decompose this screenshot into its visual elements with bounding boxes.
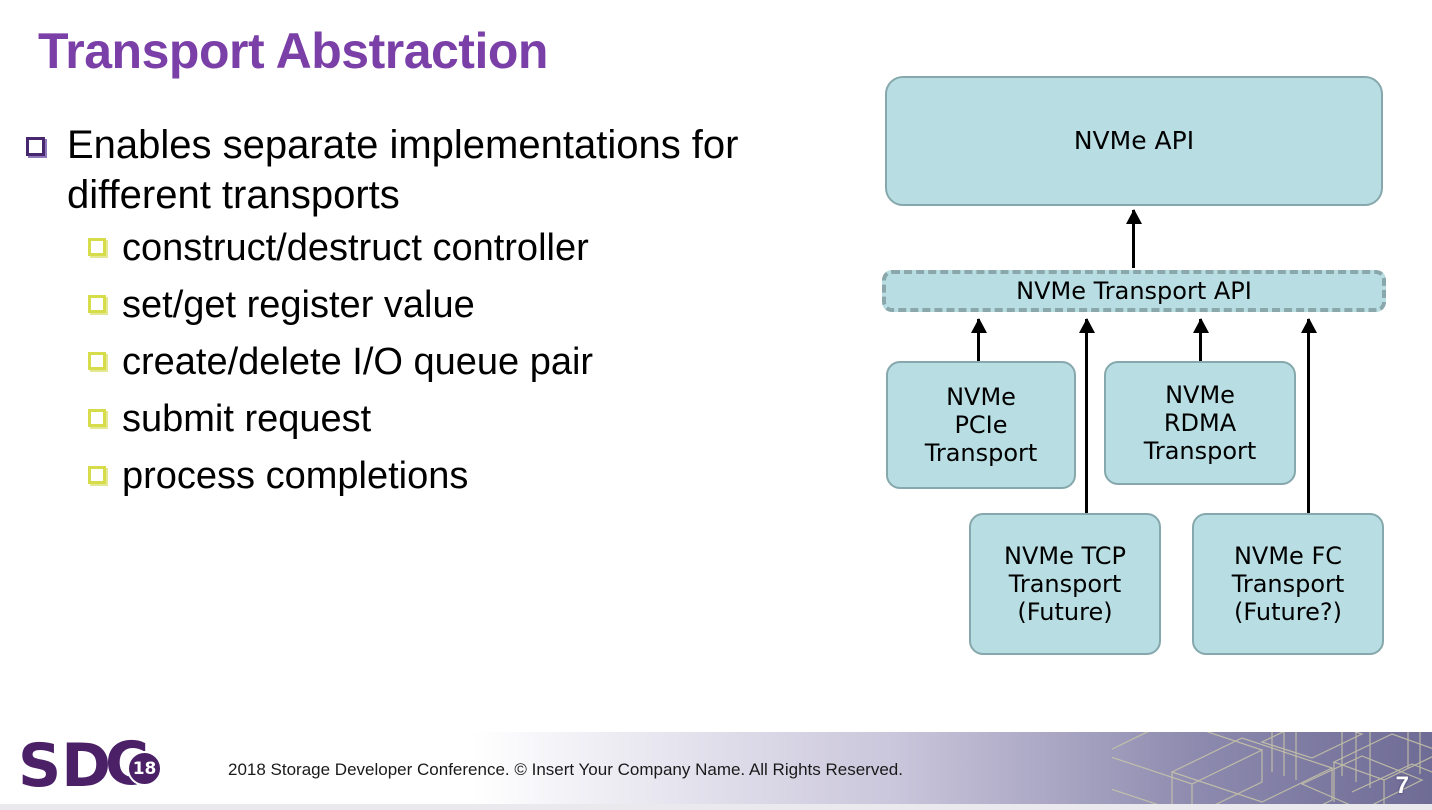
sdc-logo-year-badge: 18 <box>127 751 163 786</box>
arrow-transport-api-to-nvme-api <box>1132 210 1135 268</box>
page-title: Transport Abstraction <box>38 23 548 79</box>
diagram-box-nvme-transport-api: NVMe Transport API <box>882 270 1386 312</box>
bullet-list: Enables separate implementations for dif… <box>26 120 866 507</box>
bullet-text: process completions <box>122 455 469 497</box>
bullet-square-icon <box>88 466 106 484</box>
arrow-pcie-to-transport-api <box>977 319 980 361</box>
arrow-fc-to-transport-api <box>1307 319 1310 515</box>
diagram-box-nvme-pcie-transport: NVMe PCIe Transport <box>886 361 1076 489</box>
bullet-square-icon <box>26 137 45 156</box>
bullet-item-submit-request: submit request <box>88 393 866 445</box>
bullet-item-construct-destruct: construct/destruct controller <box>88 222 866 274</box>
diagram-box-nvme-rdma-transport: NVMe RDMA Transport <box>1104 361 1296 485</box>
bullet-item-create-delete-queue: create/delete I/O queue pair <box>88 336 866 388</box>
bullet-text: create/delete I/O queue pair <box>122 341 594 383</box>
bullet-text: construct/destruct controller <box>122 227 589 269</box>
bullet-square-icon <box>88 238 106 256</box>
bullet-item-process-completions: process completions <box>88 450 866 502</box>
sdc-logo-badge: C 18 <box>105 734 163 795</box>
bullet-item-enables-separate: Enables separate implementations for dif… <box>26 120 866 220</box>
bullet-square-icon <box>88 409 106 427</box>
diagram-box-nvme-fc-transport: NVMe FC Transport (Future?) <box>1192 513 1384 655</box>
slide-footer: 2018 Storage Developer Conference. © Ins… <box>0 732 1432 810</box>
footer-copyright-text: 2018 Storage Developer Conference. © Ins… <box>228 760 903 779</box>
bullet-square-icon <box>88 352 106 370</box>
page-number: 7 <box>1395 772 1409 799</box>
sdc-logo-word: SD <box>18 731 112 801</box>
bullet-text: Enables separate implementations for dif… <box>67 123 739 217</box>
bullet-text: set/get register value <box>122 284 475 326</box>
arrow-rdma-to-transport-api <box>1199 319 1202 361</box>
bullet-text: submit request <box>122 398 372 440</box>
architecture-diagram: NVMe API NVMe Transport API NVMe PCIe Tr… <box>872 58 1406 678</box>
diagram-box-nvme-tcp-transport: NVMe TCP Transport (Future) <box>969 513 1161 655</box>
sdc-logo: SD C 18 <box>18 731 163 801</box>
isometric-wireframe-graphic <box>1112 732 1432 810</box>
diagram-box-nvme-api: NVMe API <box>885 76 1383 206</box>
footer-divider <box>0 804 1432 810</box>
bullet-item-set-get-register: set/get register value <box>88 279 866 331</box>
arrow-tcp-to-transport-api <box>1085 319 1088 515</box>
bullet-square-icon <box>88 295 106 313</box>
